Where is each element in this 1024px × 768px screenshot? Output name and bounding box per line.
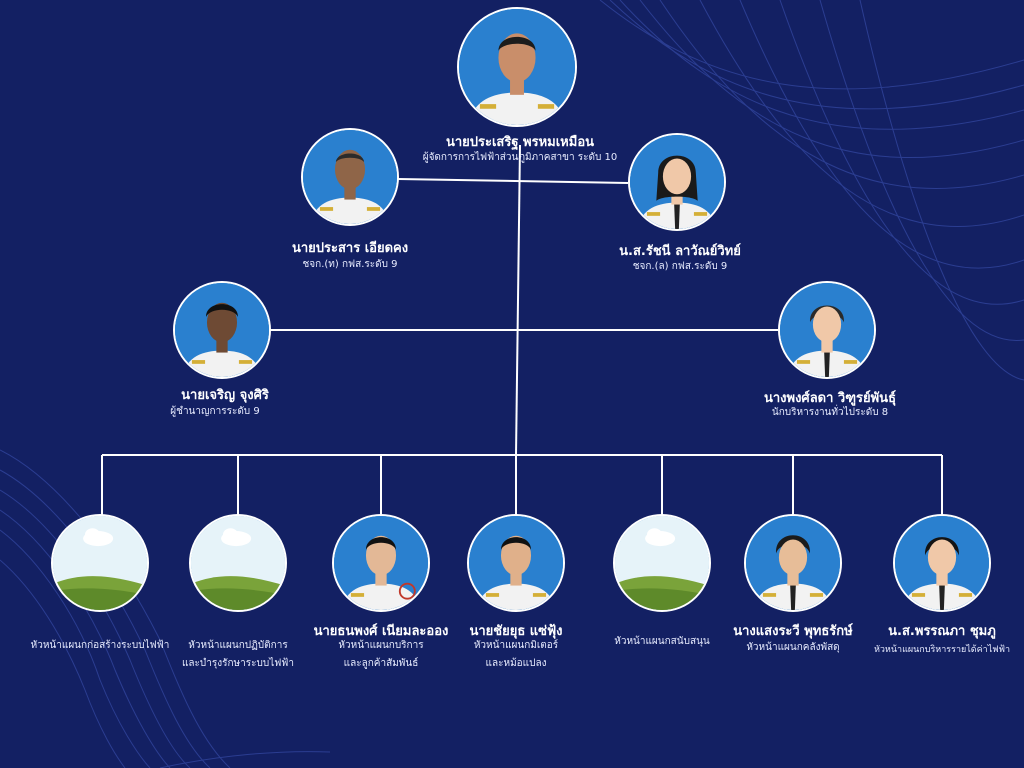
top-manager-title: ผู้จัดการการไฟฟ้าส่วนภูมิภาคสาขา ระดับ 1… (422, 152, 618, 163)
person-photo-icon (459, 9, 575, 125)
staff-2-photo (778, 281, 876, 379)
head-6-name: นางแสงระวี พุทธรักษ์ (733, 624, 853, 639)
head-6-photo (744, 514, 842, 612)
head-4-title-line2: และหม้อแปลง (485, 658, 547, 669)
staff-1-name: นายเจริญ จุงศิริ (181, 388, 269, 403)
head-1-photo (51, 514, 149, 612)
staff-1-photo (173, 281, 271, 379)
head-3-photo (332, 514, 430, 612)
deputy-1-photo (301, 128, 399, 226)
placeholder-landscape-icon (615, 516, 709, 610)
head-4-name: นายชัยยุธ แซ่ฟุ้ง (469, 624, 563, 639)
head-4-photo (467, 514, 565, 612)
staff-1-title: ผู้ชำนาญการระดับ 9 (170, 406, 260, 417)
placeholder-landscape-icon (53, 516, 147, 610)
person-photo-icon (469, 516, 563, 610)
head-5-photo (613, 514, 711, 612)
head-2-title-line2: และบำรุงรักษาระบบไฟฟ้า (181, 658, 295, 669)
deputy-2-photo (628, 133, 726, 231)
staff-2-name: นางพงศ์ลดา วิฑูรย์พันธุ์ (763, 391, 897, 406)
head-5-title: หัวหน้าแผนกสนับสนุน (614, 636, 710, 647)
person-photo-icon (780, 283, 874, 377)
head-4-title-line1: หัวหน้าแผนกมิเตอร์ (473, 640, 559, 651)
head-3-title-line2: และลูกค้าสัมพันธ์ (343, 658, 419, 669)
head-1-title: หัวหน้าแผนกก่อสร้างระบบไฟฟ้า (30, 640, 170, 651)
head-2-title-line1: หัวหน้าแผนกปฏิบัติการ (188, 640, 288, 651)
head-6-title: หัวหน้าแผนกคลังพัสดุ (746, 642, 840, 653)
deputy-1-title: ชจก.(ท) กฟส.ระดับ 9 (302, 259, 398, 270)
deputy-1-name: นายประสาร เอียดคง (291, 241, 409, 256)
person-photo-icon (334, 516, 428, 610)
head-3-name: นายธนพงศ์ เนียมละออง (313, 624, 449, 639)
person-photo-icon (895, 516, 989, 610)
person-photo-icon (303, 130, 397, 224)
head-3-title-line1: หัวหน้าแผนกบริการ (338, 640, 424, 651)
top-manager-photo (457, 7, 577, 127)
person-photo-icon (630, 135, 724, 229)
person-photo-icon (746, 516, 840, 610)
placeholder-landscape-icon (191, 516, 285, 610)
head-7-title: หัวหน้าแผนกบริหารรายได้ค่าไฟฟ้า (873, 645, 1011, 655)
person-photo-icon (175, 283, 269, 377)
top-manager-name: นายประเสริฐ พรหมเหมือน (445, 135, 595, 150)
deputy-2-title: ชจก.(ล) กฟส.ระดับ 9 (632, 261, 728, 272)
head-7-name: น.ส.พรรณภา ชุมภู (888, 624, 996, 639)
head-2-photo (189, 514, 287, 612)
deputy-2-name: น.ส.รัชนี ลาวัณย์วิทย์ (619, 244, 741, 259)
staff-2-title: นักบริหารงานทั่วไประดับ 8 (771, 407, 889, 418)
head-7-photo (893, 514, 991, 612)
